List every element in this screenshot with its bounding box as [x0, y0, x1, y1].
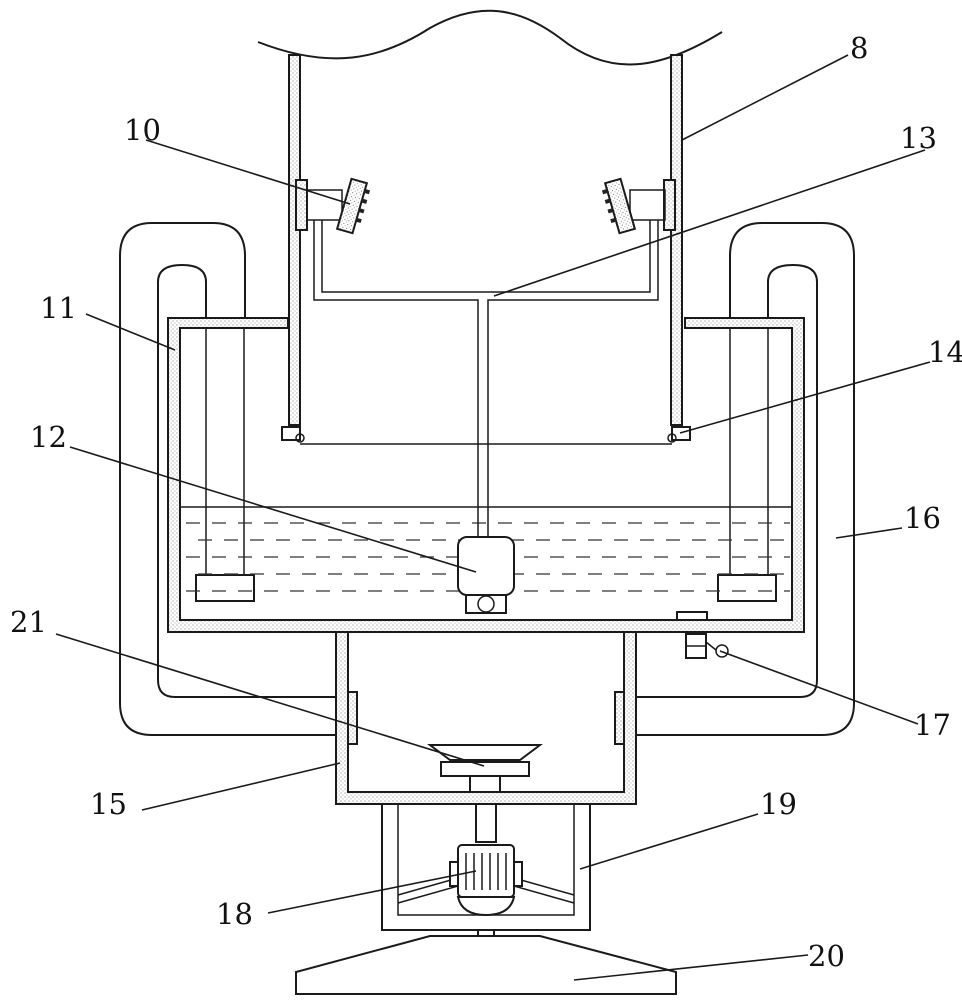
spray-heads-10 — [295, 177, 676, 235]
label-16: 16 — [904, 501, 941, 535]
leader-lines — [55, 54, 931, 981]
label-8: 8 — [850, 31, 868, 65]
label-10: 10 — [124, 113, 161, 147]
label-13: 13 — [900, 121, 937, 155]
motor-18 — [449, 844, 523, 917]
pump-12 — [457, 536, 708, 621]
label-14: 14 — [928, 335, 962, 369]
part-labels: 8 10 13 11 14 12 16 21 17 15 19 18 20 — [10, 31, 962, 973]
label-12: 12 — [30, 420, 67, 454]
distribution-pipe-13 — [313, 220, 659, 542]
base-20 — [295, 929, 677, 995]
frame-16 — [119, 222, 855, 736]
collection-box-15 — [335, 631, 637, 805]
label-15: 15 — [90, 787, 127, 821]
valve-17 — [685, 633, 729, 659]
label-21: 21 — [10, 605, 47, 639]
label-18: 18 — [216, 897, 253, 931]
label-11: 11 — [40, 291, 77, 325]
label-17: 17 — [914, 708, 951, 742]
label-19: 19 — [760, 787, 797, 821]
tray-21 — [427, 744, 543, 793]
label-20: 20 — [808, 939, 845, 973]
pipe-8 — [257, 9, 723, 445]
